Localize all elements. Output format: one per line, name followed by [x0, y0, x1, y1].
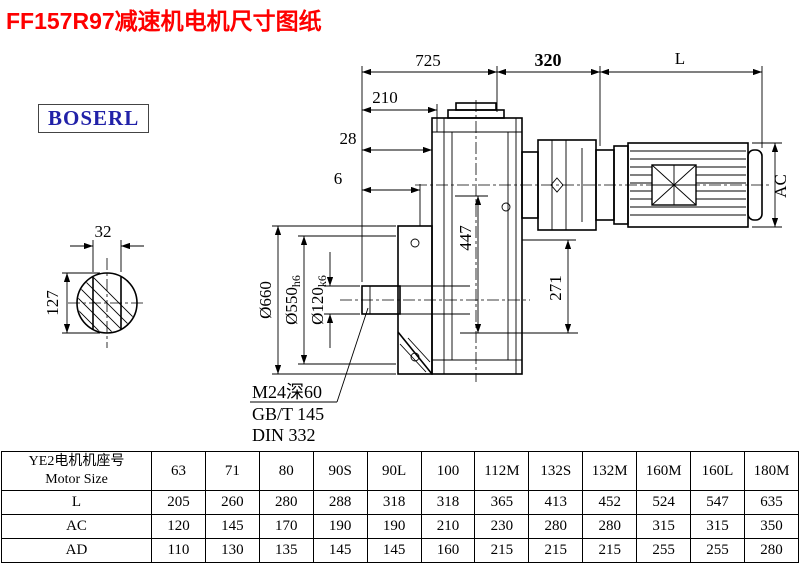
dim-label-271: 271	[546, 275, 565, 301]
dimension-lines	[62, 66, 782, 403]
table-cell: 145	[366, 538, 422, 563]
table-cell: 635	[743, 490, 800, 515]
table-cell: 413	[528, 490, 584, 515]
table-cell: 160	[420, 538, 476, 563]
note-gbt: GB/T 145	[252, 404, 324, 424]
dim-label-447: 447	[456, 225, 475, 251]
gearbox	[397, 102, 523, 375]
table-cell: 215	[528, 538, 584, 563]
dim-label-725: 725	[415, 51, 441, 70]
table-row-label: AC	[1, 514, 152, 539]
motor-fan-cover	[747, 149, 763, 221]
page-title: FF157R97减速机电机尺寸图纸	[6, 8, 322, 34]
boserl-logo: BOSERL	[38, 104, 150, 133]
dim-label-32: 32	[95, 222, 112, 241]
dim-label-28: 28	[340, 129, 357, 148]
dim-label-AC: AC	[771, 174, 790, 198]
table-cell: 170	[258, 514, 314, 539]
dim-label-d550-sub: h6	[289, 275, 303, 287]
table-cell: 260	[204, 490, 260, 515]
table-cell: 350	[743, 514, 800, 539]
table-cell: 190	[366, 514, 422, 539]
table-cell: 215	[474, 538, 530, 563]
table-col-header: 160M	[636, 451, 692, 491]
table-cell: 315	[690, 514, 745, 539]
table-col-header: 112M	[474, 451, 530, 491]
table-col-header: 132M	[582, 451, 638, 491]
table-cell: 318	[366, 490, 422, 515]
note-din: DIN 332	[252, 425, 316, 445]
table-col-header: 160L	[690, 451, 745, 491]
table-cell: 130	[204, 538, 260, 563]
table-row-label: AD	[1, 538, 152, 563]
dim-label-d120-main: Ø120	[308, 287, 327, 325]
table-cell: 215	[582, 538, 638, 563]
table-cell: 280	[528, 514, 584, 539]
table-cell: 205	[151, 490, 206, 515]
table-cell: 280	[582, 514, 638, 539]
table-cell: 210	[420, 514, 476, 539]
dim-label-320: 320	[535, 50, 562, 70]
table-cell: 524	[636, 490, 692, 515]
output-shaft	[361, 285, 470, 315]
motor	[627, 142, 763, 228]
table-cell: 145	[204, 514, 260, 539]
table-col-header: 71	[204, 451, 260, 491]
dimension-labels: 725 320 L 210 28 6 447 271 AC Ø660 Ø550h…	[43, 49, 790, 445]
dim-label-210: 210	[372, 88, 398, 107]
table-col-header: 80	[258, 451, 314, 491]
dim-label-L: L	[675, 49, 685, 68]
table-cell: 315	[636, 514, 692, 539]
table-col-header: 90S	[312, 451, 368, 491]
table-cell: 145	[312, 538, 368, 563]
table-col-header: 90L	[366, 451, 422, 491]
table-cell: 288	[312, 490, 368, 515]
note-thread: M24深60	[252, 382, 322, 402]
table-cell: 280	[258, 490, 314, 515]
table-cell: 255	[636, 538, 692, 563]
table-col-header: 180M	[743, 451, 800, 491]
dim-label-d120-sub: k6	[315, 275, 329, 287]
table-col-header: 63	[151, 451, 206, 491]
table-col-header: 100	[420, 451, 476, 491]
table-cell: 110	[151, 538, 206, 563]
shaft-section-view	[76, 272, 138, 334]
table-cell: 318	[420, 490, 476, 515]
table-row-label: L	[1, 490, 152, 515]
dim-label-d120: Ø120k6	[308, 275, 329, 325]
table-col-header: 132S	[528, 451, 584, 491]
table-cell: 120	[151, 514, 206, 539]
dim-label-127: 127	[43, 290, 62, 316]
table-cell: 190	[312, 514, 368, 539]
logo-text: BOSERL	[48, 106, 140, 130]
technical-drawing: 725 320 L 210 28 6 447 271 AC Ø660 Ø550h…	[43, 49, 790, 445]
table-cell: 280	[743, 538, 800, 563]
table-cell: 255	[690, 538, 745, 563]
table-cell: 230	[474, 514, 530, 539]
dim-label-6: 6	[334, 169, 343, 188]
dim-label-d660: Ø660	[256, 281, 275, 319]
table-cell: 135	[258, 538, 314, 563]
table-cell: 547	[690, 490, 745, 515]
dim-label-d550-main: Ø550	[282, 287, 301, 325]
table-cell: 365	[474, 490, 530, 515]
dim-label-d550: Ø550h6	[282, 275, 303, 325]
table-cell: 452	[582, 490, 638, 515]
